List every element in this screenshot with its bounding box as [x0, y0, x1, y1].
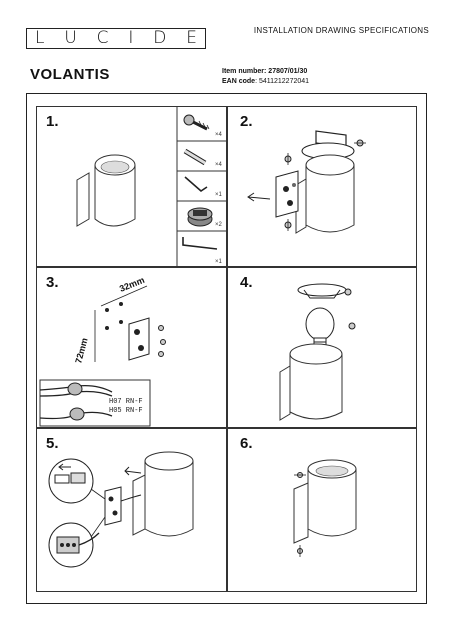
step-panel-4: 4. [227, 267, 417, 428]
part-qty: ×2 [215, 222, 223, 228]
wall-plug-icon [183, 148, 207, 166]
item-label: Item number: [222, 68, 269, 75]
terminal-block-icon [187, 207, 213, 227]
dimension-72mm: 72mm [73, 337, 89, 365]
part-qty: ×1 [215, 192, 223, 198]
dimension-32mm: 32mm [118, 275, 146, 294]
logo-letter: C [96, 28, 109, 48]
lucide-logo: L U C I D E [26, 28, 206, 49]
hex-key-small-icon [184, 176, 208, 193]
step-number: 1. [46, 113, 59, 130]
instruction-frame [26, 93, 427, 604]
step-panel-3: 3. 32mm 72mm H07 RN-F H05 RN-F [36, 267, 227, 428]
screw-anchor-icon [183, 114, 210, 131]
ean-code: : 5411212272041 [255, 78, 310, 85]
step-panel-6: 6. [227, 428, 417, 592]
step-number: 5. [46, 435, 59, 452]
step-panel-5: 5. [36, 428, 227, 592]
part-qty: ×1 [215, 259, 223, 265]
logo-letter: D [153, 28, 167, 48]
lamp-illustration [76, 107, 228, 268]
step-number: 6. [240, 435, 253, 452]
step-panel-2: 2. [227, 106, 417, 267]
cable-label-h07: H07 RN-F [109, 398, 143, 406]
cable-label-h05: H05 RN-F [109, 407, 143, 415]
ean-label: EAN code [222, 78, 256, 85]
mount-lamp-illustration [293, 459, 357, 557]
item-number: 27807/01/30 [268, 68, 308, 75]
remove-mounting-plate-illustration [247, 130, 366, 234]
insert-bulb-illustration [279, 283, 356, 421]
product-name: VOLANTIS [30, 66, 110, 83]
part-qty: ×4 [215, 162, 223, 168]
step-number: 4. [240, 274, 253, 291]
logo-letter: U [64, 28, 77, 48]
step-number: 3. [46, 274, 59, 291]
connect-wires-illustration [48, 451, 194, 568]
part-qty: ×4 [215, 132, 223, 138]
document-type: INSTALLATION DRAWING SPECIFICATIONS [253, 26, 429, 35]
logo-letter: L [35, 28, 45, 48]
logo-letter: I [128, 28, 134, 48]
product-meta: Item number: 27807/01/30 EAN code: 54112… [222, 67, 309, 87]
step-panel-1: 1. ×4 ×4 ×1 [36, 106, 228, 268]
drilling-wiring-illustration: 32mm 72mm H07 RN-F H05 RN-F [39, 275, 166, 427]
logo-letter: E [186, 28, 197, 48]
hex-key-large-icon [182, 237, 218, 250]
step-number: 2. [240, 113, 253, 130]
